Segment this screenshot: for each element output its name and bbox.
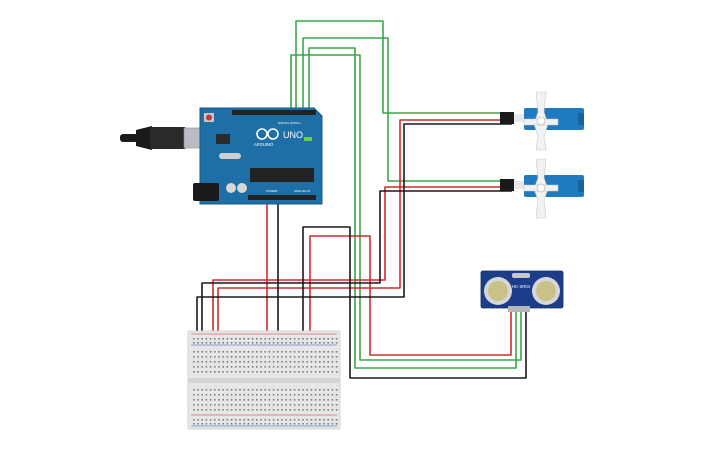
wire-green-sensor-trig [308, 47, 517, 369]
wire-red-servo1-power [217, 119, 512, 340]
sensor-model-label: HC-SR04 [512, 284, 531, 289]
wire-black-sensor-gnd [302, 226, 527, 379]
board-brand-label: ARDUINO [254, 142, 274, 147]
power-header-label: POWER [266, 189, 278, 193]
wire-black-servo2-gnd [201, 190, 512, 340]
breadboard-holes [193, 338, 338, 425]
digital-header-label: DIGITAL (PWM~) [278, 121, 301, 125]
analog-header-label: ANALOG IN [294, 189, 310, 193]
servo-motor-1[interactable] [500, 91, 584, 151]
arduino-logo [256, 128, 279, 140]
crystal-oscillator [219, 153, 241, 159]
digital-pin-header[interactable] [232, 110, 316, 115]
wire-green-sensor-echo [290, 54, 522, 361]
sensor-transducer-right [532, 277, 560, 305]
power-analog-header[interactable] [248, 195, 316, 200]
sensor-pins[interactable] [508, 306, 530, 312]
wire-black-servo1-gnd [196, 123, 512, 340]
wire-green-servo1-signal [295, 20, 512, 114]
wire-red-sensor-vcc [309, 235, 512, 356]
microcontroller-chip [250, 168, 314, 182]
servo-motor-2[interactable] [500, 158, 584, 219]
sensor-crystal [512, 273, 530, 278]
servo-horn [523, 158, 559, 219]
breadboard[interactable] [187, 330, 341, 430]
wire-green-servo2-signal [302, 37, 512, 182]
arduino-uno-board[interactable]: UNO ARDUINO DIGITAL (PWM~) POWER ANALOG … [193, 107, 323, 205]
sensor-transducer-left [484, 277, 512, 305]
ultrasonic-sensor[interactable]: HC-SR04 [480, 270, 564, 312]
dc-power-jack [193, 183, 219, 201]
capacitor [237, 183, 247, 193]
board-model-label: UNO [283, 130, 303, 140]
wire-red-servo2-power [212, 186, 512, 340]
capacitor [226, 183, 236, 193]
wires [196, 20, 527, 379]
usb-cable [120, 126, 215, 150]
servo-horn [523, 91, 559, 151]
